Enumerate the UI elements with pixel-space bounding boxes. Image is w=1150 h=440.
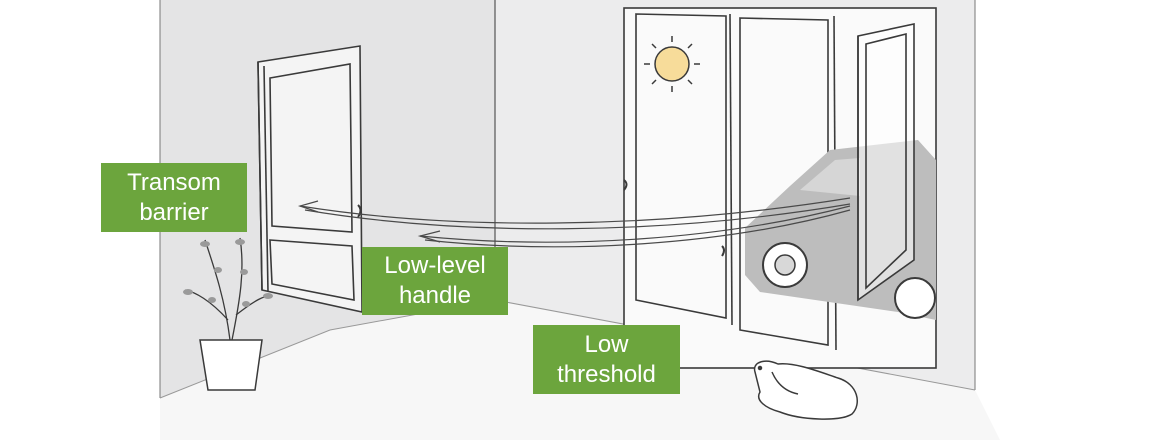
low-level-handle-label: Low-level handle — [362, 247, 508, 315]
side-door — [257, 45, 363, 313]
transom-barrier-label: Transom barrier — [101, 163, 247, 232]
handle-label-line1: Low-level — [384, 252, 486, 279]
threshold-label-line1: Low — [584, 330, 629, 358]
open-door-leaf — [857, 23, 915, 302]
sun-icon — [644, 36, 700, 92]
threshold-label-line2: threshold — [557, 360, 656, 388]
plant-icon — [183, 237, 273, 391]
low-threshold-label: Low threshold — [533, 325, 680, 394]
handle-label-line2: handle — [398, 282, 472, 309]
dog-icon — [753, 360, 858, 420]
transom-label-line2: barrier — [139, 198, 209, 226]
airflow-arrow-icon — [297, 197, 851, 248]
transom-label-line1: Transom — [127, 168, 221, 196]
